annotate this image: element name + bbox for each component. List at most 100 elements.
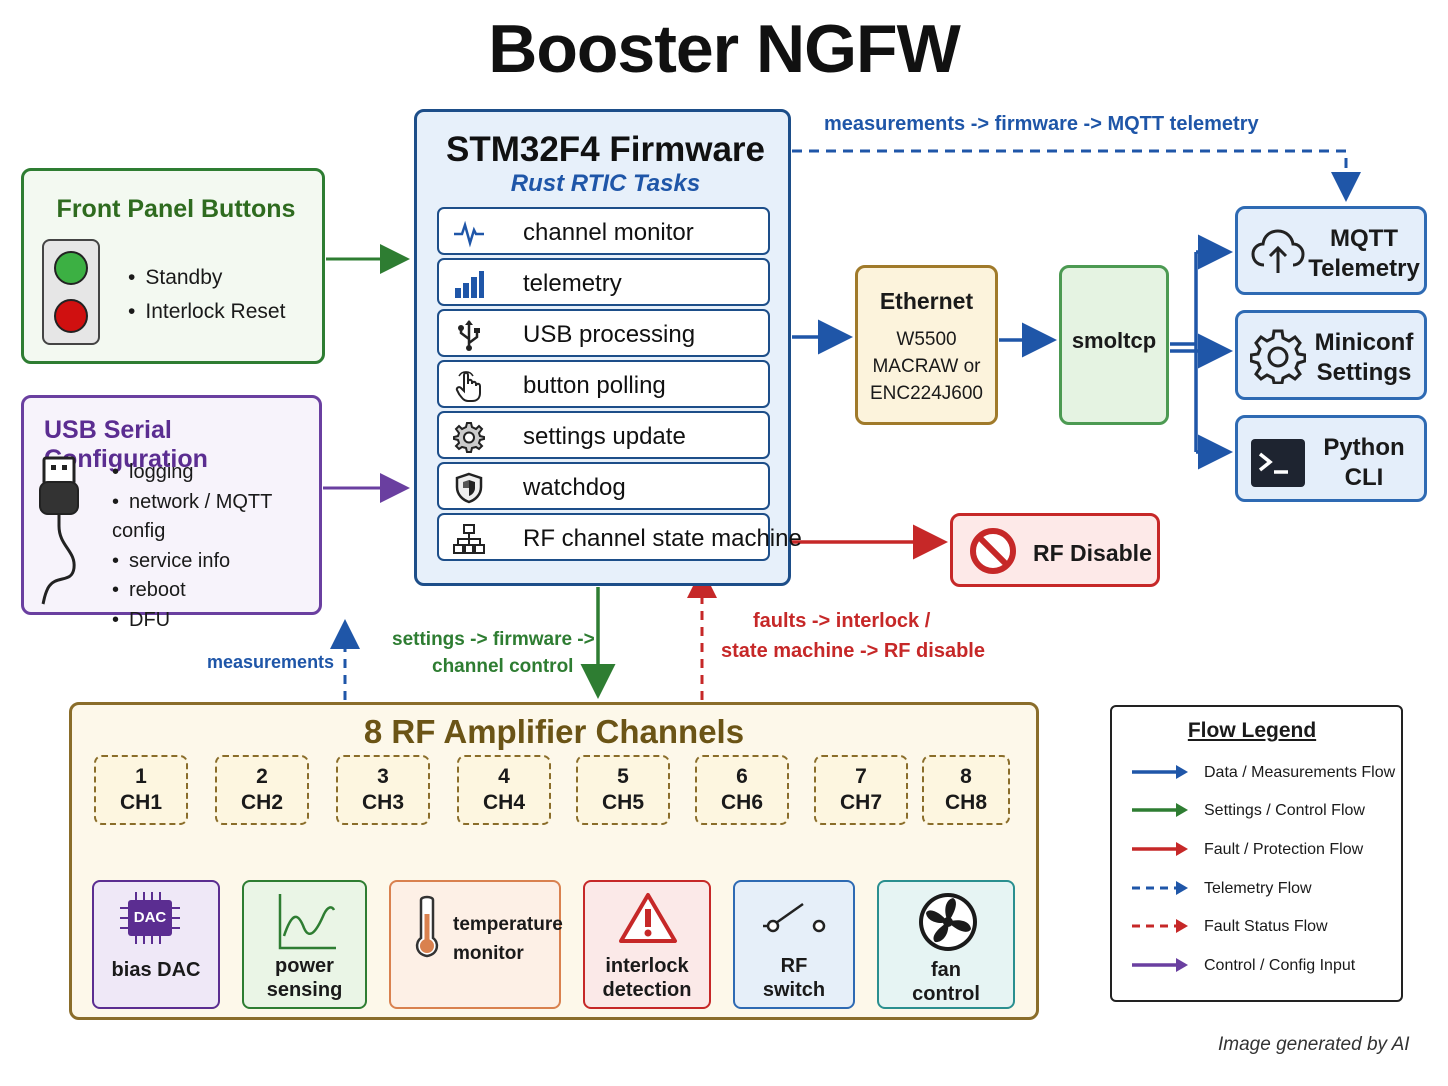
faults-flow-label-1: faults -> interlock / xyxy=(753,610,931,632)
list-item: Interlock Reset xyxy=(128,295,285,329)
list-item: network / MQTT config xyxy=(112,488,319,547)
telemetry-flow-label: measurements -> firmware -> MQTT telemet… xyxy=(824,113,1259,135)
task-label: channel monitor xyxy=(523,219,694,246)
python-cli-label: Python CLI xyxy=(1308,433,1420,493)
hand-pointer-icon xyxy=(455,371,481,402)
task-watchdog: watchdog xyxy=(437,462,770,510)
legend-item: Telemetry Flow xyxy=(1132,878,1392,902)
cloud-upload-icon xyxy=(1251,229,1305,273)
legend-label: Data / Measurements Flow xyxy=(1204,764,1396,781)
ethernet-details: W5500 MACRAW or ENC224J600 xyxy=(858,326,995,407)
front-panel-list: Standby Interlock Reset xyxy=(128,261,285,329)
task-button-polling: button polling xyxy=(437,360,770,408)
rf-disable-box: RF Disable xyxy=(950,513,1160,587)
ethernet-box: Ethernet W5500 MACRAW or ENC224J600 xyxy=(855,265,998,425)
legend-label: Fault Status Flow xyxy=(1204,918,1328,935)
front-panel-box: Front Panel Buttons Standby Interlock Re… xyxy=(21,168,325,364)
mqtt-label: MQTT Telemetry xyxy=(1308,224,1420,284)
legend-arrow xyxy=(1132,919,1188,933)
legend-arrow xyxy=(1132,842,1188,856)
legend-arrow xyxy=(1132,881,1188,895)
flow-legend: Flow Legend Data / Measurements Flow Set… xyxy=(1110,705,1403,1002)
list-item: DFU xyxy=(112,606,319,636)
legend-item: Settings / Control Flow xyxy=(1132,800,1392,824)
ethernet-line: MACRAW or xyxy=(872,356,981,377)
green-button-icon xyxy=(54,251,88,285)
python-label-line: CLI xyxy=(1344,464,1384,491)
settings-flow-label-1: settings -> firmware -> xyxy=(392,629,595,650)
terminal-icon xyxy=(1251,439,1305,487)
task-label: settings update xyxy=(523,423,686,450)
smoltcp-label: smoltcp xyxy=(1071,328,1157,353)
legend-label: Telemetry Flow xyxy=(1204,880,1312,897)
prohibited-icon xyxy=(970,528,1016,574)
firmware-box: STM32F4 Firmware Rust RTIC Tasks channel… xyxy=(414,109,802,586)
legend-title: Flow Legend xyxy=(1187,719,1317,742)
usb-icon xyxy=(458,320,480,351)
task-label: USB processing xyxy=(523,321,696,348)
legend-arrow xyxy=(1132,803,1188,817)
rf-channels-title: 8 RF Amplifier Channels xyxy=(363,713,745,750)
task-label: watchdog xyxy=(523,474,626,501)
ethernet-title: Ethernet xyxy=(879,288,974,314)
firmware-title: STM32F4 Firmware xyxy=(446,130,765,169)
mqtt-telemetry-box: MQTT Telemetry xyxy=(1235,206,1427,295)
bar-chart-icon xyxy=(455,271,484,298)
smol-fanout xyxy=(1170,252,1198,452)
task-settings-update: settings update xyxy=(437,411,770,459)
warning-icon xyxy=(619,893,677,943)
legend-item: Fault / Protection Flow xyxy=(1132,839,1392,863)
gear-icon xyxy=(453,422,485,453)
red-button-icon xyxy=(54,299,88,333)
miniconf-label: Miniconf Settings xyxy=(1308,328,1420,388)
legend-label: Settings / Control Flow xyxy=(1204,802,1365,819)
rf-disable-label: RF Disable xyxy=(1033,540,1152,566)
gear-icon xyxy=(1250,329,1306,384)
list-item: service info xyxy=(112,547,319,577)
faults-flow-label-2: state machine -> RF disable xyxy=(721,640,985,662)
mqtt-label-line: Telemetry xyxy=(1308,255,1420,282)
switch-icon xyxy=(763,902,826,933)
page-title: Booster NGFW xyxy=(488,11,961,87)
legend-arrow xyxy=(1132,958,1188,972)
ethernet-line: W5500 xyxy=(896,329,957,350)
hierarchy-icon xyxy=(453,524,485,554)
list-item: Standby xyxy=(128,261,285,295)
task-rf-state-machine: RF channel state machine xyxy=(437,513,802,561)
usb-cable-icon xyxy=(39,456,79,605)
front-panel-title: Front Panel Buttons xyxy=(56,195,296,223)
usb-serial-list: logging network / MQTT config service in… xyxy=(112,458,319,635)
footer-note: Image generated by AI xyxy=(1218,1034,1410,1055)
legend-label: Fault / Protection Flow xyxy=(1204,841,1364,858)
smoltcp-box: smoltcp xyxy=(1059,265,1169,425)
bias-dac-label: bias DAC xyxy=(111,959,201,981)
legend-item: Fault Status Flow xyxy=(1132,916,1392,940)
list-item: logging xyxy=(112,458,319,488)
measurements-flow-label: measurements xyxy=(207,652,335,672)
telemetry-dashed-arrow xyxy=(792,149,1361,202)
ethernet-line: ENC224J600 xyxy=(869,383,984,404)
task-channel-monitor: channel monitor xyxy=(437,207,770,255)
task-usb-processing: USB processing xyxy=(437,309,770,357)
task-label: telemetry xyxy=(523,270,622,297)
legend-item: Data / Measurements Flow xyxy=(1132,762,1396,786)
button-panel-icon xyxy=(42,239,100,345)
dac-chip-icon xyxy=(120,892,180,944)
bias-dac-box: DAC bias DAC xyxy=(92,880,220,1009)
